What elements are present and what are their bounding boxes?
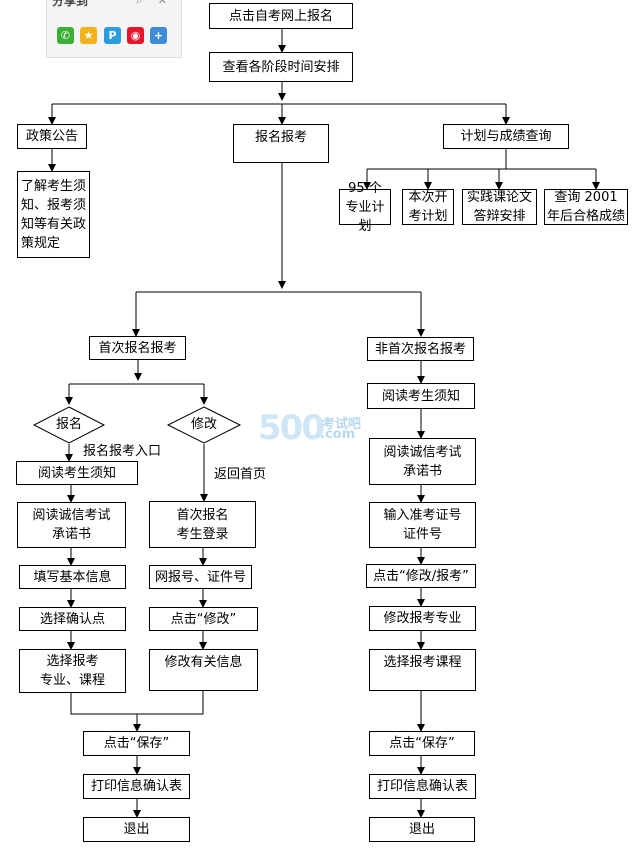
more-share-icon[interactable]: +: [150, 27, 167, 44]
node-m-click-modify: 点击“修改”: [149, 607, 258, 631]
node-f-choose-major: 选择报考 专业、课程: [19, 649, 126, 693]
node-plan-practice: 实践课论文答辩安排: [462, 189, 537, 225]
node-m-modify-info: 修改有关信息: [149, 649, 258, 691]
share-title: 分享到: [52, 0, 89, 8]
node-start: 点击自考网上报名: [209, 3, 353, 29]
node-n-modify-major: 修改报考专业: [369, 606, 476, 631]
watermark-cn: 考试吧: [322, 417, 362, 432]
node-f-integrity: 阅读诚信考试 承诺书: [17, 502, 126, 548]
watermark-com: .com: [320, 427, 356, 442]
node-n-click-modify: 点击“修改/报考”: [366, 564, 476, 588]
watermark-number: 500: [258, 408, 325, 448]
diamond-modify-shape: [166, 406, 242, 444]
node-n-integrity: 阅读诚信考试 承诺书: [369, 438, 476, 485]
qzone-icon[interactable]: ★: [80, 27, 97, 44]
diamond-modify: 修改: [190, 417, 217, 432]
node-policy-detail: 了解考生须知、报考须知等有关政策规定: [17, 171, 90, 258]
line-merge: [70, 691, 204, 715]
node-n-print: 打印信息确认表: [369, 774, 476, 799]
node-f-read-notice: 阅读考生须知: [16, 461, 138, 485]
node-m-ids: 网报号、证件号: [149, 565, 252, 589]
node-register: 报名报考: [233, 124, 329, 163]
sina-weibo-icon[interactable]: ◉: [127, 27, 144, 44]
node-first-time: 首次报名报考: [89, 336, 186, 360]
node-f-print: 打印信息确认表: [83, 774, 190, 799]
node-f-confirm-point: 选择确认点: [19, 607, 126, 631]
node-f-save: 点击“保存”: [83, 731, 190, 756]
node-n-save: 点击“保存”: [369, 731, 475, 756]
diamond-signup: 报名: [55, 417, 82, 432]
node-not-first: 非首次报名报考: [367, 337, 474, 361]
node-policy: 政策公告: [17, 124, 87, 149]
tencent-weibo-icon[interactable]: P: [104, 27, 121, 44]
label-back-home: 返回首页: [214, 467, 267, 482]
node-plan-95: 95 个专业计划: [339, 181, 391, 234]
node-plan-query: 计划与成绩查询: [443, 124, 569, 149]
node-f-exit: 退出: [83, 817, 190, 842]
node-plan-this: 本次开考计划: [402, 189, 454, 225]
label-signup-entry: 报名报考入口: [83, 444, 162, 459]
node-f-basic-info: 填写基本信息: [19, 565, 126, 589]
node-n-exit: 退出: [369, 817, 475, 842]
node-schedule: 查看各阶段时间安排: [209, 52, 353, 82]
share-widget: 分享到 ⌕ ✕ ✆ ★ P ◉ +: [46, 0, 182, 58]
node-m-login: 首次报名 考生登录: [149, 501, 256, 548]
diamond-signup-shape: [32, 406, 106, 444]
node-n-read-notice: 阅读考生须知: [367, 383, 475, 409]
wechat-icon[interactable]: ✆: [57, 27, 74, 44]
share-controls[interactable]: ⌕ ✕: [136, 0, 173, 7]
node-n-input-ids: 输入准考证号 证件号: [369, 502, 476, 548]
node-plan-2001: 查询 2001 年后合格成绩: [544, 189, 628, 225]
node-n-choose-course: 选择报考课程: [369, 649, 476, 691]
watermark-logo: 500 考试吧 .com: [258, 408, 378, 448]
